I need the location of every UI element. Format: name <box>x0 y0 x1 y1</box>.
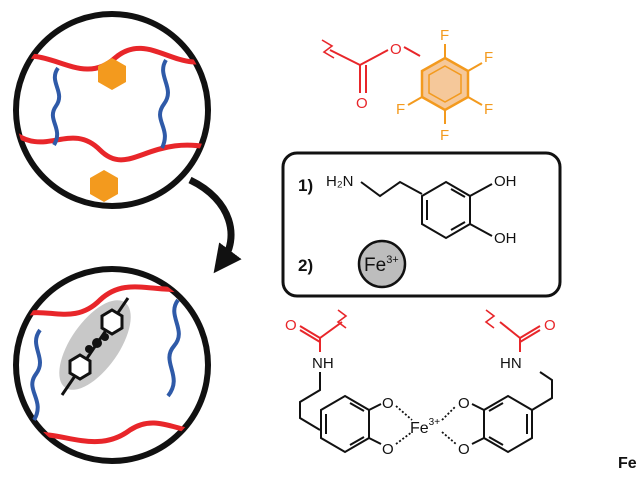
polymer-chain <box>16 128 208 163</box>
transformation-arrow <box>188 176 242 274</box>
amine-group: H₂N <box>326 173 354 190</box>
crosslinker-chain <box>50 66 62 147</box>
right-catechol-ring <box>483 394 533 454</box>
phenolate-oxygen: O <box>458 441 470 458</box>
fluorine-label: F <box>396 101 405 118</box>
pfp-carbonyl-oxygen: O <box>356 95 368 112</box>
right-carbonyl-oxygen: O <box>544 317 556 334</box>
fe-center-dot <box>92 338 102 348</box>
pfp-ester-oxygen: O <box>390 41 402 58</box>
phenolate-oxygen: O <box>382 441 394 458</box>
iron-ion-label: Fe3+ <box>364 254 399 276</box>
catechol-ring <box>100 308 124 336</box>
left-catechol-ring <box>320 394 370 454</box>
pfp-ester-structure: O O F F F F F <box>321 27 493 144</box>
left-amide: NH <box>312 355 334 372</box>
hydroxyl-bottom: OH <box>494 230 517 247</box>
step-1-label: 1) <box>298 176 313 195</box>
cropped-fe-label: Fe <box>618 455 637 472</box>
left-carbonyl-oxygen: O <box>285 317 297 334</box>
fluorine-label: F <box>484 49 493 66</box>
fluorine-label: F <box>484 101 493 118</box>
step-2-label: 2) <box>298 256 313 275</box>
fluorine-label: F <box>440 127 449 144</box>
pfp-group <box>90 170 118 202</box>
crosslinker-chain <box>158 58 170 149</box>
phenolate-oxygen: O <box>458 395 470 412</box>
pfp-group <box>98 58 126 90</box>
network-circle-before <box>13 11 211 209</box>
fe-center-label: Fe3+ <box>410 417 440 437</box>
hydroxyl-top: OH <box>494 173 517 190</box>
reagents-box: 1) H₂N OH OH 2) Fe3+ <box>281 151 562 298</box>
ethyl-linker <box>360 180 423 198</box>
crosslinker-chain <box>166 298 181 398</box>
fluorine-label: F <box>440 27 449 44</box>
iron-ion-circle <box>357 239 407 289</box>
phenolate-oxygen: O <box>382 395 394 412</box>
catechol-ring <box>68 353 92 381</box>
polymer-chain <box>16 45 208 72</box>
right-amide: HN <box>500 355 522 372</box>
network-circle-after <box>13 266 211 464</box>
fe-catechol-complex: O NH O O Fe3+ O O HN O <box>285 309 556 458</box>
crosslinker-chain <box>30 328 42 422</box>
